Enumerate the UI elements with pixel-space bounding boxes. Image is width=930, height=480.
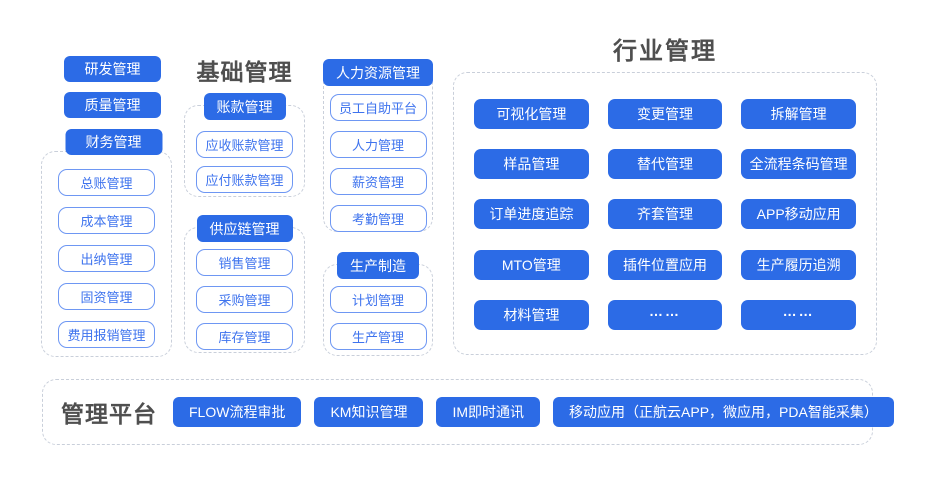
industry-box: 可视化管理 变更管理 拆解管理 样品管理 替代管理 全流程条码管理 订单进度追踪… — [453, 72, 877, 355]
payroll-pill: 薪资管理 — [329, 168, 427, 195]
mobile-apps-pill: 移动应用（正航云APP，微应用，PDA智能采集） — [553, 397, 894, 427]
quality-module-pill: 质量管理 — [64, 92, 161, 118]
ellipsis-pill-1: …… — [607, 299, 723, 330]
payables-pill: 应付账款管理 — [196, 166, 293, 193]
employee-self-service-pill: 员工自助平台 — [329, 94, 427, 121]
ellipsis-text: …… — [782, 302, 815, 319]
expense-reimbursement-pill: 费用报销管理 — [58, 321, 155, 348]
fixed-assets-pill: 固资管理 — [58, 283, 155, 310]
attendance-pill: 考勤管理 — [329, 205, 427, 232]
platform-title: 管理平台 — [61, 401, 157, 427]
km-knowledge-pill: KM知识管理 — [314, 397, 424, 427]
cashier-mgmt-pill: 出纳管理 — [58, 245, 155, 272]
inventory-pill: 库存管理 — [196, 323, 293, 350]
platform-box: 管理平台 FLOW流程审批 KM知识管理 IM即时通讯 移动应用（正航云APP，… — [42, 379, 894, 445]
procurement-pill: 采购管理 — [196, 286, 293, 313]
mto-mgmt-pill: MTO管理 — [474, 249, 589, 280]
planning-pill: 计划管理 — [329, 286, 427, 313]
finance-group-header: 财务管理 — [65, 129, 162, 155]
basic-section-title: 基础管理 — [196, 59, 293, 85]
accounts-group-header: 账款管理 — [203, 93, 286, 120]
sales-mgmt-pill: 销售管理 — [196, 249, 293, 276]
hr-group-header: 人力资源管理 — [323, 59, 433, 86]
production-group-header: 生产制造 — [337, 252, 419, 279]
rd-module-pill: 研发管理 — [64, 56, 161, 82]
app-mobile-pill: APP移动应用 — [741, 199, 856, 230]
ellipsis-text: …… — [648, 302, 681, 319]
supply-chain-group-box: 供应链管理 销售管理 采购管理 库存管理 — [184, 215, 305, 353]
kitting-mgmt-pill: 齐套管理 — [607, 199, 723, 230]
materials-mgmt-pill: 材料管理 — [474, 299, 589, 330]
ellipsis-pill-2: …… — [741, 299, 856, 330]
hr-mgmt-pill: 人力管理 — [329, 131, 427, 158]
full-process-barcode-pill: 全流程条码管理 — [741, 149, 856, 180]
finance-group-box: 财务管理 总账管理 成本管理 出纳管理 固资管理 费用报销管理 — [41, 129, 172, 357]
substitute-mgmt-pill: 替代管理 — [607, 149, 723, 180]
production-group-box: 生产制造 计划管理 生产管理 — [323, 252, 433, 356]
production-mgmt-pill: 生产管理 — [329, 323, 427, 350]
disassembly-mgmt-pill: 拆解管理 — [741, 99, 856, 129]
supply-chain-group-items: 销售管理 采购管理 库存管理 — [185, 228, 304, 350]
im-instant-messaging-pill: IM即时通讯 — [436, 397, 541, 427]
component-placement-pill: 插件位置应用 — [607, 249, 723, 280]
flow-approval-pill: FLOW流程审批 — [173, 397, 302, 427]
hr-group-items: 员工自助平台 人力管理 薪资管理 考勤管理 — [324, 72, 432, 232]
general-ledger-pill: 总账管理 — [58, 169, 155, 196]
production-group-items: 计划管理 生产管理 — [324, 265, 432, 350]
accounts-group-box: 账款管理 应收账款管理 应付账款管理 — [184, 93, 305, 197]
change-mgmt-pill: 变更管理 — [607, 99, 723, 129]
accounts-group-items: 应收账款管理 应付账款管理 — [185, 106, 304, 193]
hr-group-box: 人力资源管理 员工自助平台 人力管理 薪资管理 考勤管理 — [323, 59, 433, 232]
industry-grid: 可视化管理 变更管理 拆解管理 样品管理 替代管理 全流程条码管理 订单进度追踪… — [454, 73, 876, 354]
receivables-pill: 应收账款管理 — [196, 131, 293, 158]
sample-mgmt-pill: 样品管理 — [474, 149, 589, 180]
production-history-trace-pill: 生产履历追溯 — [741, 249, 856, 280]
cost-mgmt-pill: 成本管理 — [58, 207, 155, 234]
supply-chain-group-header: 供应链管理 — [196, 215, 293, 242]
finance-group-items: 总账管理 成本管理 出纳管理 固资管理 费用报销管理 — [42, 152, 171, 348]
visualization-mgmt-pill: 可视化管理 — [474, 99, 589, 129]
order-progress-tracking-pill: 订单进度追踪 — [474, 199, 589, 230]
industry-section-title: 行业管理 — [613, 38, 717, 65]
